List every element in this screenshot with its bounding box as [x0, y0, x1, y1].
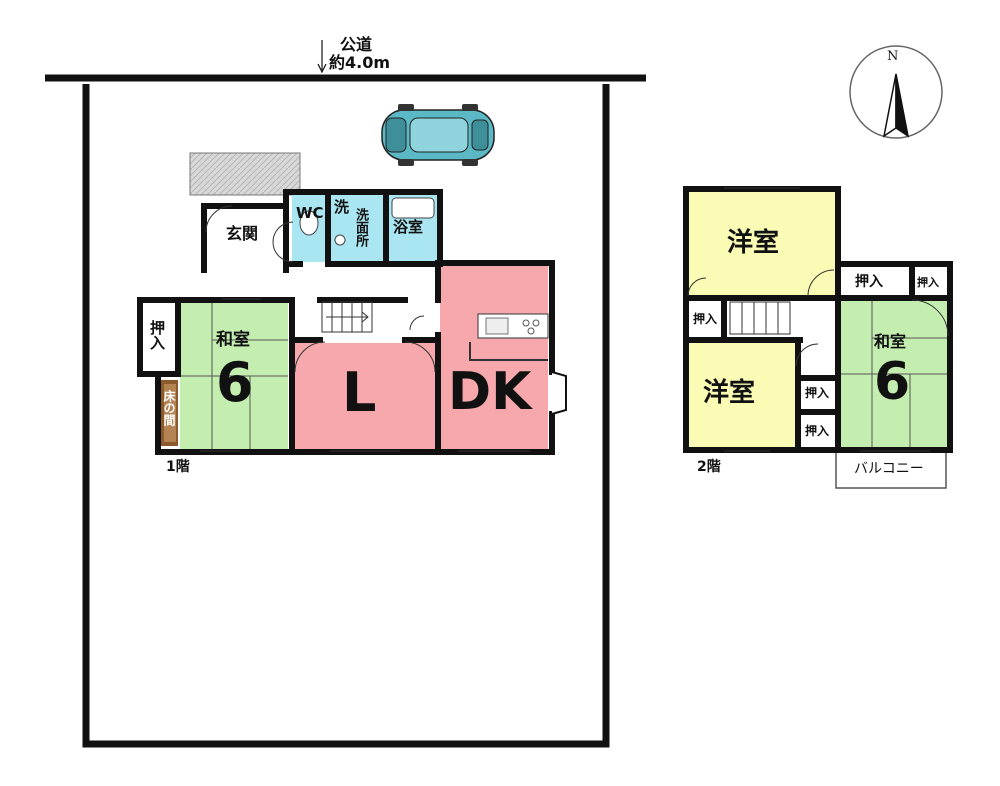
stairs-1f: [321, 301, 373, 333]
compass-north-label: N: [887, 49, 899, 64]
walls-2f: [683, 186, 953, 453]
room-oshiire-2f-a: 押入: [855, 274, 883, 290]
floor2-label: 2階: [697, 459, 721, 475]
compass-icon: [849, 45, 943, 139]
room-senmenjo: 洗面所: [353, 208, 368, 247]
room-oshiire-2f-b: 押入: [917, 276, 939, 289]
youshitsu-bottom-fill: [688, 343, 795, 448]
sink: [334, 234, 346, 246]
room-youshitsu-bottom: 洋室: [703, 378, 756, 408]
doors-1f: [205, 205, 436, 373]
room-oshiire-2f-c: 押入: [693, 312, 718, 326]
living-fill: [295, 343, 437, 450]
room-washitsu-2f: 和室: [874, 332, 907, 351]
room-washitsu-2f-size: 6: [874, 352, 911, 412]
walls-1f: [137, 189, 555, 455]
doors-2f: [687, 269, 949, 367]
road-name: 公道: [340, 35, 373, 54]
porch: [189, 152, 301, 196]
room-genkan: 玄関: [226, 224, 259, 243]
bay-window: [551, 371, 567, 415]
room-sen: 洗: [334, 198, 350, 216]
dk-fill: [440, 266, 548, 450]
toilet: [299, 210, 319, 236]
room-oshiire-1f: 押入: [148, 320, 166, 350]
windows-2f: [724, 187, 930, 452]
lot-boundary: [82, 84, 610, 748]
bathtub: [391, 197, 435, 219]
room-living: L: [342, 361, 377, 424]
room-wc: WC: [296, 204, 324, 222]
room-oshiire-2f-e: 押入: [805, 424, 830, 438]
windows-1f: [200, 298, 530, 452]
room-washitsu-1f-size: 6: [216, 351, 254, 414]
room-balcony: バルコニー: [854, 461, 924, 477]
room-dk: DK: [448, 362, 532, 422]
youshitsu-top-fill: [688, 191, 835, 295]
road-width: 約4.0m: [329, 53, 391, 72]
room-youshitsu-top: 洋室: [727, 228, 780, 258]
room-tokonoma: 床の間: [162, 390, 176, 426]
room-washitsu-1f: 和室: [216, 330, 250, 350]
room-yokushitsu: 浴室: [393, 218, 424, 236]
room-oshiire-2f-d: 押入: [805, 386, 830, 400]
washroom-fill: [331, 194, 385, 262]
floor1-label: 1階: [166, 459, 190, 475]
stairs-2f: [729, 301, 791, 335]
car-icon: [381, 104, 495, 166]
balcony: [835, 451, 947, 489]
